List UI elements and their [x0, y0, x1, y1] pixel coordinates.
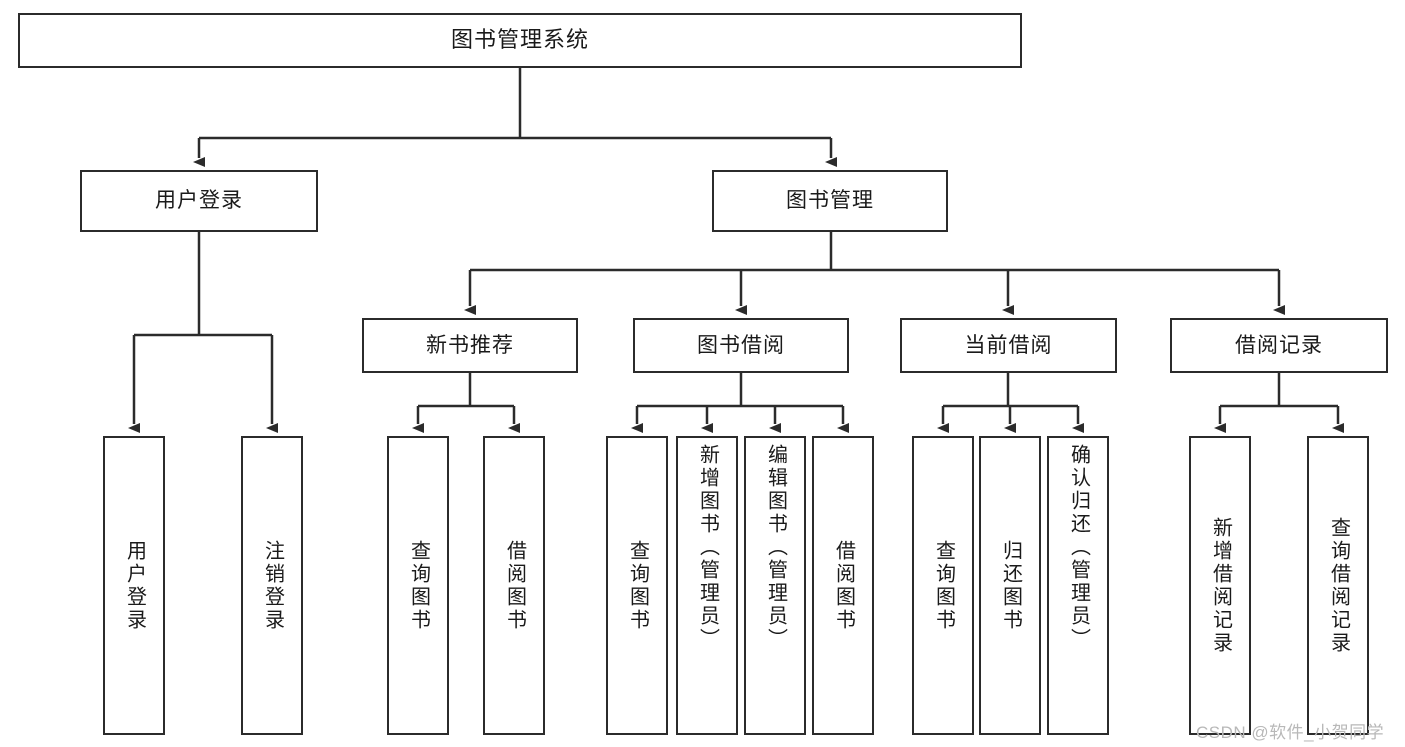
node-borrow-record[interactable]: 借阅记录	[1170, 318, 1388, 373]
csdn-watermark: CSDN @软件_小贺同学	[1196, 723, 1385, 742]
leaf-return-book[interactable]: 归还图书	[979, 436, 1041, 735]
node-user-login[interactable]: 用户登录	[80, 170, 318, 232]
node-new-book-recommend[interactable]: 新书推荐	[362, 318, 578, 373]
leaf-query-record[interactable]: 查询借阅记录	[1307, 436, 1369, 735]
node-current-borrow[interactable]: 当前借阅	[900, 318, 1117, 373]
leaf-query-book-3[interactable]: 查询图书	[912, 436, 974, 735]
leaf-query-book-2[interactable]: 查询图书	[606, 436, 668, 735]
leaf-user-logout[interactable]: 注销登录	[241, 436, 303, 735]
leaf-borrow-book-1[interactable]: 借阅图书	[483, 436, 545, 735]
leaf-confirm-return[interactable]: 确认归还（管理员）	[1047, 436, 1109, 735]
leaf-edit-book[interactable]: 编辑图书（管理员）	[744, 436, 806, 735]
node-book-borrow[interactable]: 图书借阅	[633, 318, 849, 373]
leaf-query-book-1[interactable]: 查询图书	[387, 436, 449, 735]
leaf-borrow-book-2[interactable]: 借阅图书	[812, 436, 874, 735]
leaf-add-book[interactable]: 新增图书（管理员）	[676, 436, 738, 735]
node-root[interactable]: 图书管理系统	[18, 13, 1022, 68]
leaf-add-record[interactable]: 新增借阅记录	[1189, 436, 1251, 735]
leaf-user-login[interactable]: 用户登录	[103, 436, 165, 735]
node-book-manage[interactable]: 图书管理	[712, 170, 948, 232]
